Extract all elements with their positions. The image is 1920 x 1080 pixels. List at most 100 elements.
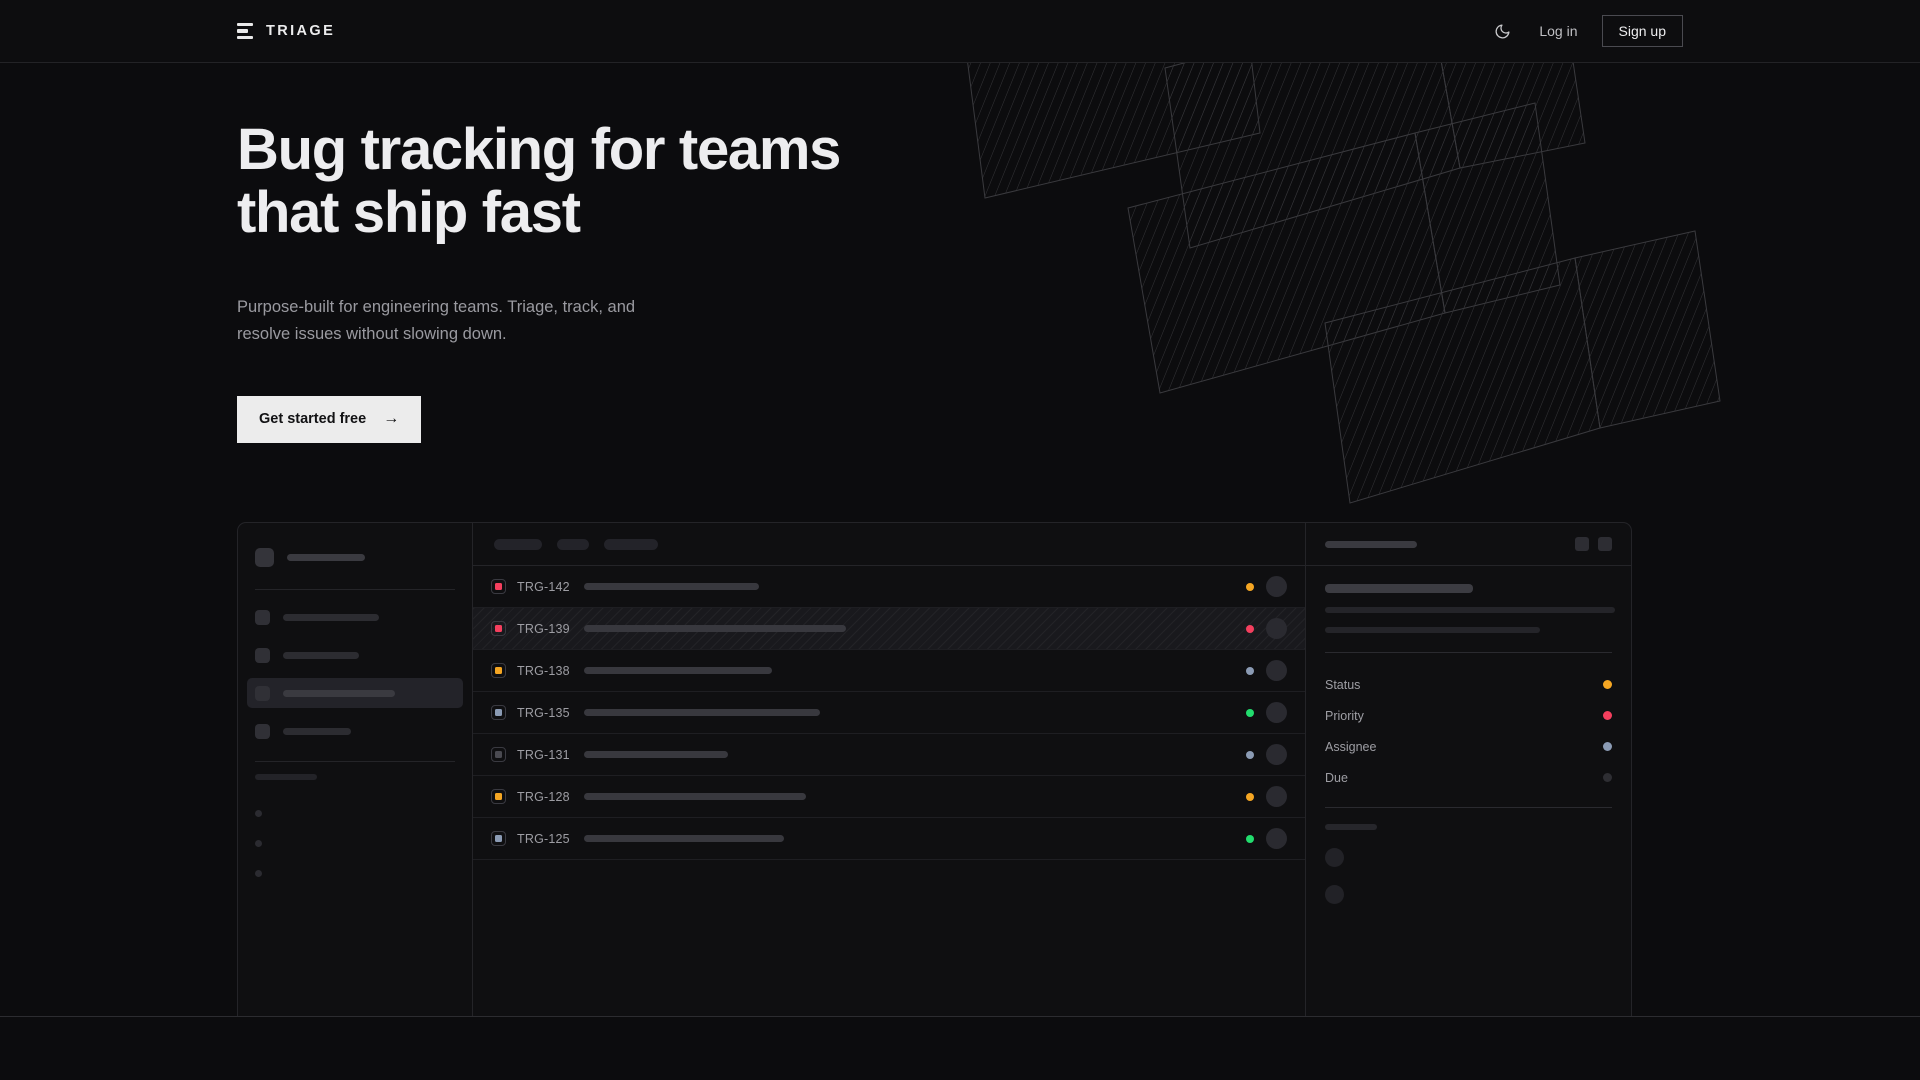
sidebar-nav-icon	[255, 685, 270, 701]
issue-row-meta	[1246, 618, 1287, 639]
mockup-sidebar	[238, 523, 473, 1016]
priority-badge-icon	[491, 705, 506, 720]
issue-row[interactable]: TRG-131	[473, 734, 1305, 776]
sidebar-nav-icon	[255, 647, 270, 663]
header-nav: Log in Sign up	[1489, 15, 1683, 47]
detail-meta-row[interactable]: Priority	[1325, 700, 1612, 731]
priority-badge-icon	[491, 621, 506, 636]
detail-divider	[1325, 652, 1612, 653]
sidebar-nav-item-3[interactable]	[247, 716, 463, 746]
filter-chip-2[interactable]	[604, 538, 658, 550]
sidebar-mini-list	[255, 798, 455, 888]
assignee-avatar[interactable]	[1266, 702, 1287, 723]
detail-header-actions	[1575, 537, 1612, 551]
issue-row[interactable]: TRG-128	[473, 776, 1305, 818]
sidebar-mini-item-2[interactable]	[255, 858, 455, 888]
issue-title-placeholder	[584, 751, 728, 758]
workspace-avatar	[255, 547, 274, 567]
brand-logo[interactable]: TRIAGE	[237, 22, 336, 40]
comment-avatar-1[interactable]	[1325, 885, 1344, 904]
status-dot	[1246, 792, 1254, 801]
sidebar-nav-item-1[interactable]	[247, 640, 463, 670]
detail-meta-label: Due	[1325, 770, 1348, 785]
status-dot	[1246, 750, 1254, 759]
sidebar-nav-label-placeholder	[283, 613, 379, 621]
issue-row-meta	[1246, 576, 1287, 597]
signup-button[interactable]: Sign up	[1601, 15, 1683, 47]
issue-key: TRG-139	[517, 621, 570, 636]
get-started-button[interactable]: Get started free →	[237, 395, 422, 443]
issue-row[interactable]: TRG-135	[473, 692, 1305, 734]
issue-list-toolbar	[473, 523, 1305, 566]
assignee-avatar[interactable]	[1266, 828, 1287, 849]
issue-key: TRG-142	[517, 579, 570, 594]
page-bottom-divider	[0, 1016, 1920, 1017]
issue-title-placeholder	[584, 625, 846, 632]
sidebar-nav-icon	[255, 723, 270, 739]
detail-divider-2	[1325, 807, 1612, 808]
workspace-switcher[interactable]	[255, 540, 455, 574]
status-dot	[1246, 708, 1254, 717]
brand-name: TRIAGE	[266, 23, 336, 39]
detail-meta-label: Status	[1325, 677, 1361, 692]
issue-key: TRG-131	[517, 747, 570, 762]
sidebar-nav-item-0[interactable]	[247, 602, 463, 632]
issue-row[interactable]: TRG-138	[473, 650, 1305, 692]
assignee-avatar[interactable]	[1266, 660, 1287, 681]
detail-meta-value-dot	[1603, 742, 1612, 751]
filter-chip-0[interactable]	[494, 538, 542, 550]
sidebar-nav-icon	[255, 609, 270, 625]
detail-meta-value-dot	[1603, 773, 1612, 782]
assignee-avatar[interactable]	[1266, 576, 1287, 597]
priority-badge-icon	[491, 663, 506, 678]
sidebar-nav-label-placeholder	[283, 651, 359, 659]
detail-header-button-1[interactable]	[1598, 537, 1612, 551]
issue-key: TRG-135	[517, 705, 570, 720]
stacked-bars-icon	[237, 22, 253, 40]
detail-body-line-1	[1325, 627, 1540, 633]
issue-row-meta	[1246, 660, 1287, 681]
moon-icon[interactable]	[1489, 18, 1515, 44]
issue-row[interactable]: TRG-142	[473, 566, 1305, 608]
detail-header-button-0[interactable]	[1575, 537, 1589, 551]
detail-meta-row[interactable]: Due	[1325, 762, 1612, 793]
priority-badge-icon	[491, 747, 506, 762]
detail-panel-header	[1306, 523, 1631, 566]
sidebar-mini-dot	[255, 869, 262, 877]
sidebar-mini-item-0[interactable]	[255, 798, 455, 828]
hero-subheadline: Purpose-built for engineering teams. Tri…	[237, 298, 636, 344]
issue-title-placeholder	[584, 793, 806, 800]
assignee-avatar[interactable]	[1266, 618, 1287, 639]
issue-title-placeholder	[584, 709, 820, 716]
detail-body-line-0	[1325, 607, 1615, 613]
filter-chip-1[interactable]	[557, 538, 589, 550]
sidebar-nav-label-placeholder	[283, 727, 351, 735]
issue-row[interactable]: TRG-139	[473, 608, 1305, 650]
sidebar-divider-top	[255, 589, 455, 590]
sidebar-nav-list	[247, 602, 463, 746]
issue-key: TRG-128	[517, 789, 570, 804]
hero-section: Bug tracking for teams that ship fast Pu…	[237, 118, 841, 443]
sidebar-nav-item-2[interactable]	[247, 678, 463, 708]
sidebar-nav-label-placeholder	[283, 689, 395, 697]
detail-meta-label: Assignee	[1325, 739, 1377, 754]
sidebar-mini-item-1[interactable]	[255, 828, 455, 858]
assignee-avatar[interactable]	[1266, 786, 1287, 807]
arrow-right-icon: →	[383, 410, 400, 428]
detail-meta-row[interactable]: Assignee	[1325, 731, 1612, 762]
issue-row-meta	[1246, 702, 1287, 723]
issue-row-meta	[1246, 828, 1287, 849]
sidebar-mini-dot	[255, 839, 262, 847]
status-dot	[1246, 582, 1254, 591]
issue-row[interactable]: TRG-125	[473, 818, 1305, 860]
assignee-avatar[interactable]	[1266, 744, 1287, 765]
detail-meta-row[interactable]: Status	[1325, 669, 1612, 700]
status-dot	[1246, 834, 1254, 843]
comment-avatar-0[interactable]	[1325, 848, 1344, 867]
login-link[interactable]: Log in	[1539, 23, 1578, 39]
sidebar-mini-dot	[255, 809, 262, 817]
